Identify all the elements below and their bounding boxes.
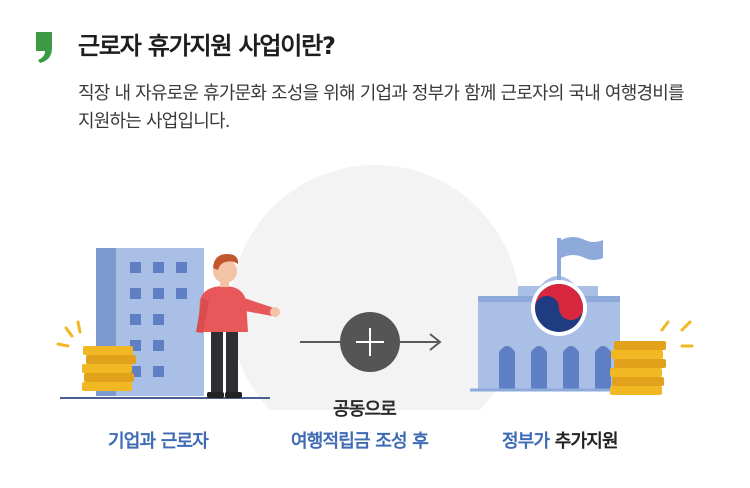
page-description: 직장 내 자유로운 휴가문화 조성을 위해 기업과 정부가 함께 근로자의 국내…: [78, 83, 685, 132]
program-illustration: [56, 165, 694, 410]
right-label: 정부가 추가지원: [502, 427, 619, 453]
right-label-colored: 정부가: [502, 431, 550, 452]
connector-caption: 공동으로: [333, 399, 397, 420]
middle-label: 여행적립금 조성 후: [291, 431, 429, 452]
right-label-plain: 추가지원: [554, 431, 619, 452]
quote-icon: [36, 32, 52, 63]
page-title: 근로자 휴가지원 사업이란?: [78, 32, 336, 60]
background-circle: [230, 165, 520, 410]
taegeuk-emblem-icon: [531, 280, 587, 336]
worker-person-icon: [196, 254, 280, 398]
flag-icon: [557, 237, 603, 296]
coin-stack-left-icon: [56, 320, 136, 391]
coin-stack-right-icon: [610, 320, 694, 395]
plus-icon: [340, 312, 400, 372]
left-label: 기업과 근로자: [108, 431, 209, 452]
